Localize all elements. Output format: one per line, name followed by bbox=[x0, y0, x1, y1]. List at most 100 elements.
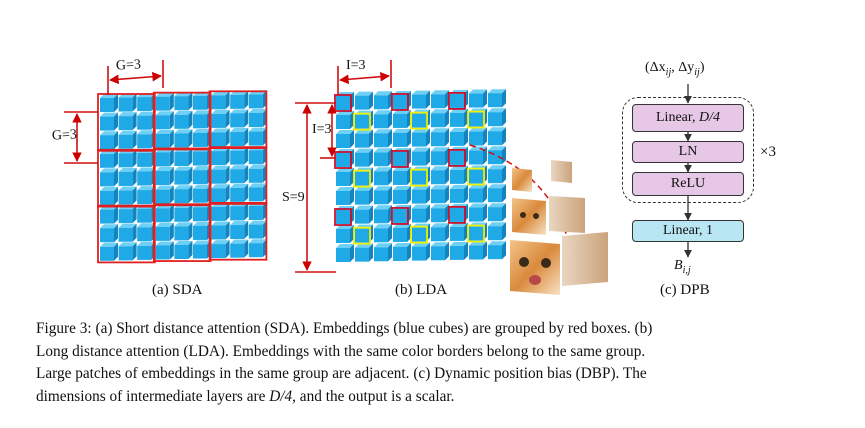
cube-face bbox=[450, 112, 464, 127]
embedding-cube bbox=[248, 220, 267, 239]
cube-side bbox=[369, 186, 373, 205]
embedding-cube bbox=[374, 91, 392, 110]
cube-face bbox=[412, 132, 426, 147]
embedding-cube bbox=[431, 109, 449, 128]
embedding-cube bbox=[450, 165, 468, 184]
embedding-cube bbox=[336, 244, 354, 262]
embedding-cube bbox=[488, 203, 506, 222]
cube-face bbox=[431, 189, 445, 204]
cube-face bbox=[155, 226, 170, 241]
cube-side bbox=[350, 244, 354, 262]
cube-side bbox=[445, 204, 449, 223]
cube-side bbox=[350, 187, 354, 205]
cube-side bbox=[502, 203, 506, 222]
dpb-input-sub1: ij bbox=[665, 66, 672, 78]
cube-face bbox=[193, 170, 207, 185]
cube-side bbox=[407, 109, 411, 128]
cube-face bbox=[100, 153, 114, 168]
embedding-cube bbox=[174, 222, 193, 241]
embedding-cube bbox=[469, 241, 487, 260]
cube-top bbox=[412, 128, 430, 133]
cube-top bbox=[336, 111, 354, 115]
cube-side bbox=[464, 127, 468, 146]
embedding-cube bbox=[469, 184, 487, 203]
embedding-cube bbox=[230, 183, 249, 202]
cube-top bbox=[336, 187, 354, 191]
cube-face bbox=[374, 152, 388, 167]
embedding-cube bbox=[336, 168, 354, 186]
cube-face bbox=[469, 150, 483, 165]
embedding-cube bbox=[412, 147, 430, 166]
cube-side bbox=[244, 109, 249, 128]
cube-face bbox=[174, 96, 189, 111]
embedding-cube bbox=[100, 94, 118, 112]
cube-face bbox=[488, 226, 502, 241]
lda-group-marker bbox=[334, 208, 352, 226]
cube-face bbox=[336, 96, 350, 110]
embedding-cube bbox=[211, 91, 230, 110]
cube-face bbox=[450, 188, 464, 203]
lda-i-left-label: I=3 bbox=[312, 122, 332, 137]
cube-top bbox=[488, 184, 506, 189]
cube-top bbox=[248, 109, 267, 113]
cube-side bbox=[350, 130, 354, 148]
embedding-cube bbox=[230, 221, 249, 240]
cube-face bbox=[488, 169, 502, 184]
cube-side bbox=[369, 129, 373, 148]
cube-side bbox=[188, 222, 193, 241]
embedding-cube bbox=[193, 221, 211, 240]
cube-top bbox=[488, 146, 506, 151]
cube-top bbox=[230, 165, 249, 170]
cube-top bbox=[431, 90, 449, 95]
sda-caption: (a) SDA bbox=[152, 282, 203, 298]
cube-top bbox=[100, 242, 118, 247]
cube-top bbox=[374, 148, 392, 153]
cube-face bbox=[230, 187, 245, 202]
cube-top bbox=[355, 205, 373, 210]
cube-face bbox=[137, 134, 152, 149]
sda-group-box bbox=[208, 90, 268, 150]
cube-face bbox=[488, 188, 502, 203]
cube-face bbox=[412, 208, 426, 223]
cube-top bbox=[155, 167, 174, 172]
cube-side bbox=[426, 185, 430, 204]
embedding-cube bbox=[393, 90, 411, 109]
embedding-cube bbox=[336, 225, 354, 243]
embedding-cube bbox=[155, 241, 174, 260]
cube-face bbox=[137, 152, 152, 167]
cube-face bbox=[469, 112, 483, 127]
cube-face bbox=[137, 171, 152, 186]
embedding-cube bbox=[355, 91, 373, 110]
cube-top bbox=[374, 167, 392, 172]
cube-face bbox=[469, 207, 483, 222]
cube-side bbox=[407, 166, 411, 185]
cube-side bbox=[169, 204, 174, 223]
cube-side bbox=[132, 112, 137, 131]
cube-side bbox=[169, 222, 174, 241]
cube-side bbox=[426, 242, 430, 261]
cube-side bbox=[445, 90, 449, 109]
cube-side bbox=[388, 186, 392, 205]
embedding-cube bbox=[211, 109, 230, 128]
cube-face bbox=[118, 190, 133, 205]
cube-face bbox=[393, 208, 407, 223]
cube-side bbox=[483, 184, 487, 203]
cube-top bbox=[488, 108, 506, 113]
sda-group-box bbox=[152, 91, 212, 151]
lda-group-marker bbox=[410, 225, 428, 244]
cube-face bbox=[174, 133, 189, 148]
cube-face bbox=[193, 225, 207, 240]
embedding-cube bbox=[431, 185, 449, 204]
cube-side bbox=[132, 186, 137, 205]
embedding-cube bbox=[118, 112, 137, 131]
cube-side bbox=[244, 128, 249, 147]
cube-side bbox=[225, 165, 230, 184]
cube-face bbox=[431, 151, 445, 166]
cube-top bbox=[374, 205, 392, 210]
cube-side bbox=[445, 185, 449, 204]
embedding-cube bbox=[374, 186, 392, 205]
cube-face bbox=[137, 245, 152, 260]
cube-face bbox=[450, 131, 464, 146]
cube-top bbox=[118, 130, 137, 135]
lda-group-marker bbox=[391, 207, 409, 225]
